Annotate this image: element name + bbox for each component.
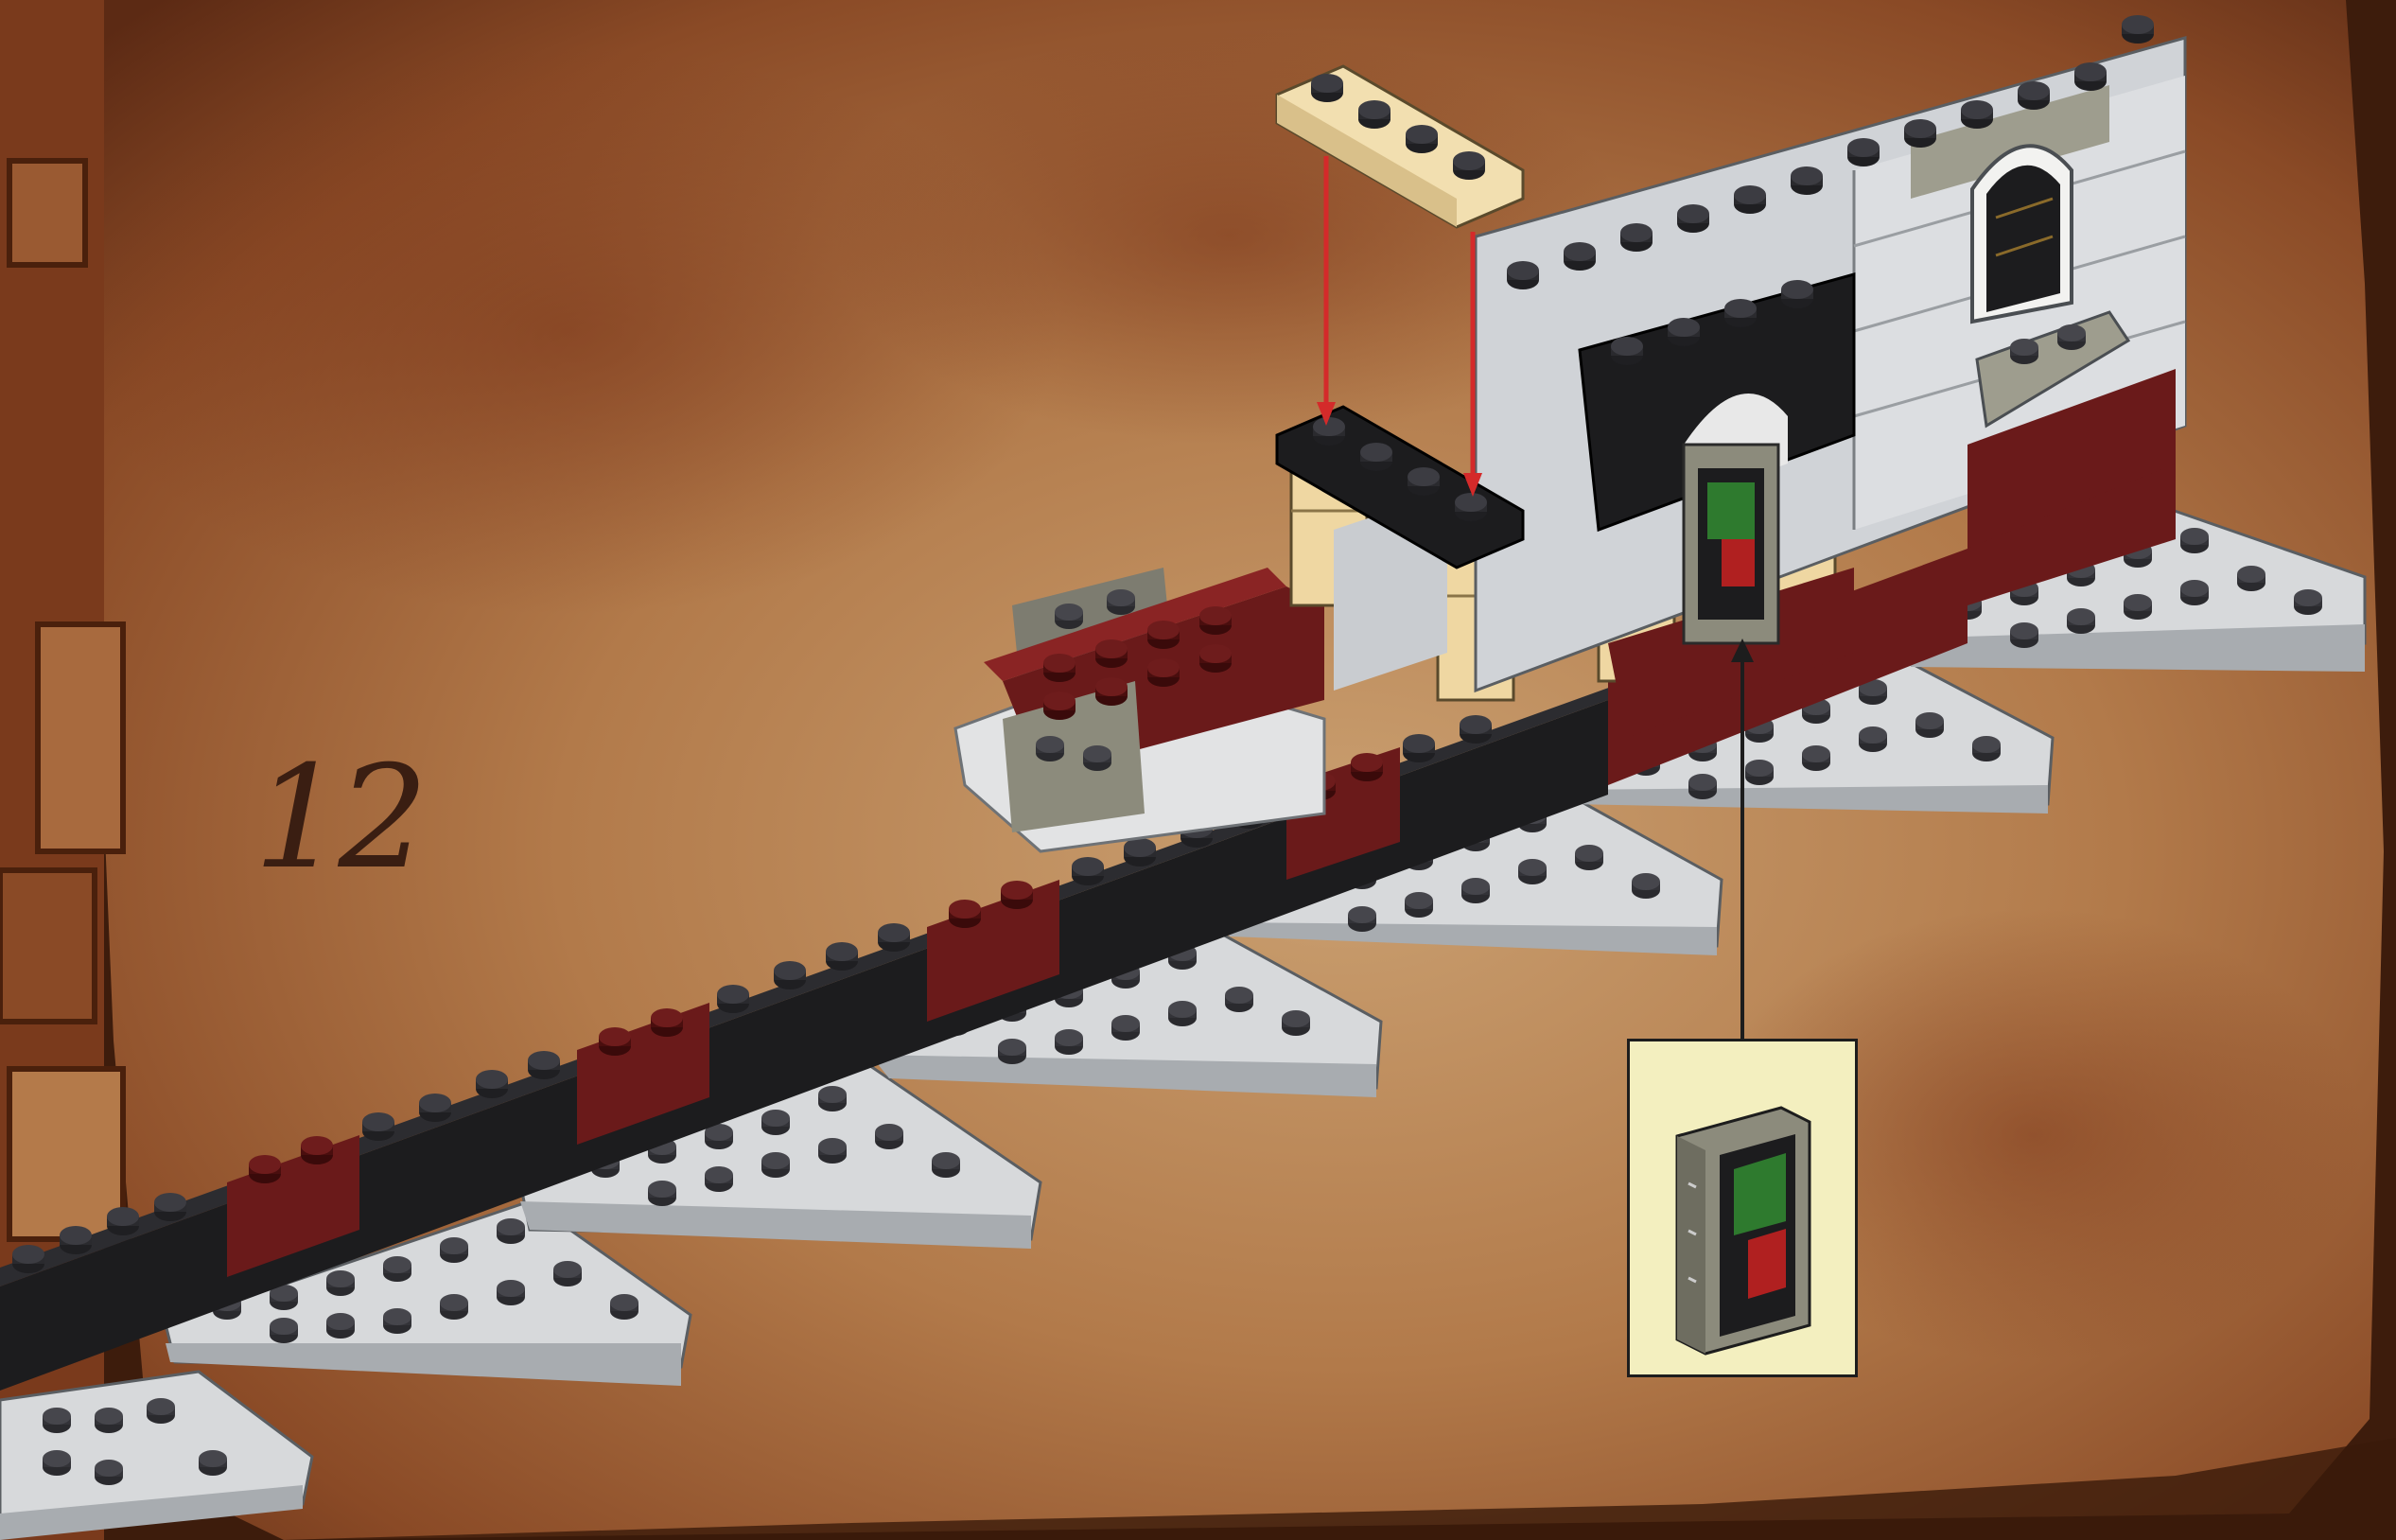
left-platform [955,568,1324,851]
part-callout [1627,1039,1858,1377]
picture-book-tile-icon [1630,1041,1861,1380]
tan-1x4-plate-icon [1277,66,1523,227]
